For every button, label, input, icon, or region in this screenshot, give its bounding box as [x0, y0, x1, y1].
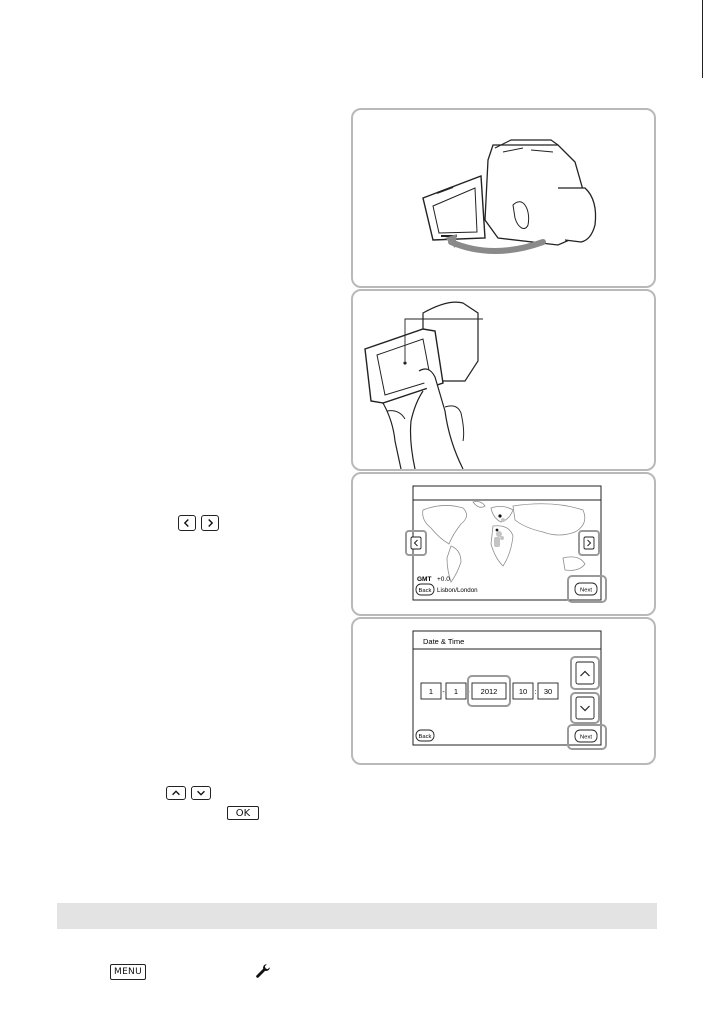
wrench-icon: [255, 963, 271, 979]
minute-value: 30: [544, 687, 552, 696]
chevron-right-icon: [587, 539, 592, 547]
page-edge-line: [702, 0, 703, 78]
chevron-down-icon: [580, 705, 590, 712]
next-button[interactable]: [574, 582, 598, 596]
back-button-label: Back: [419, 734, 432, 740]
area-left-button[interactable]: [410, 536, 422, 550]
chevron-up-icon: [166, 786, 186, 800]
screen-area-setting: GMT +0.0 Back Lisbon/London Next: [351, 472, 656, 616]
chevron-left-icon: [178, 515, 196, 531]
screen-date-time: Date & Time 1 - 1 - 2012 10 : 30 Back Ne…: [351, 617, 656, 765]
hour-value: 10: [519, 687, 527, 696]
date-time-title: Date & Time: [423, 637, 464, 646]
day-value: 1: [454, 687, 458, 696]
next-button-label: Next: [580, 588, 592, 594]
gmt-label: GMT: [417, 576, 431, 583]
area-right-button[interactable]: [583, 536, 595, 550]
separator: -: [442, 689, 445, 696]
chevron-up-icon: [580, 670, 590, 677]
next-button[interactable]: [574, 729, 598, 743]
year-field[interactable]: [471, 682, 507, 700]
day-field[interactable]: [445, 682, 467, 700]
separator: :: [535, 689, 537, 696]
menu-button-icon: MENU: [110, 964, 146, 980]
hour-field[interactable]: [512, 682, 534, 700]
next-button-label: Next: [580, 735, 592, 741]
down-button[interactable]: [575, 696, 595, 720]
back-button-label: Back: [419, 588, 432, 594]
year-value: 2012: [481, 687, 498, 696]
illustration-touch-screen: [351, 289, 656, 471]
illustration-open-lcd: [351, 108, 656, 288]
month-value: 1: [429, 687, 433, 696]
gmt-offset: +0.0: [437, 576, 450, 583]
month-field[interactable]: [420, 682, 442, 700]
chevron-left-icon: [413, 539, 418, 547]
selected-city: Lisbon/London: [437, 587, 478, 594]
section-header-bar: [57, 903, 657, 929]
ok-button-icon: OK: [227, 806, 259, 820]
chevron-down-icon: [191, 786, 211, 800]
minute-field[interactable]: [537, 682, 559, 700]
up-button[interactable]: [575, 661, 595, 685]
back-button[interactable]: [415, 583, 435, 596]
chevron-right-icon: [201, 515, 219, 531]
back-button[interactable]: [415, 729, 435, 742]
